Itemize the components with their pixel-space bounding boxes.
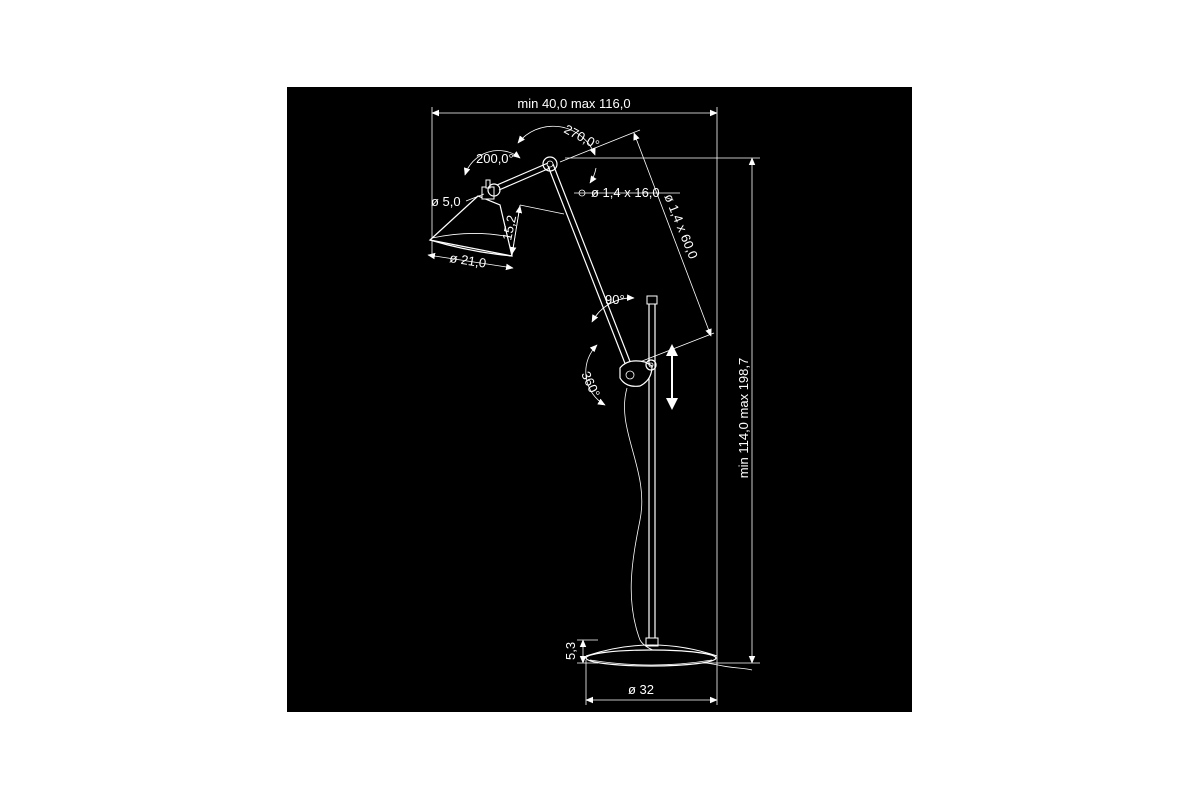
pole-clamp	[619, 360, 653, 387]
lamp-pole	[619, 295, 658, 640]
lamp-arms	[496, 156, 632, 367]
height-adjust-arrow	[666, 344, 678, 410]
base-height-label: 5,3	[563, 642, 578, 660]
lamp-base	[585, 637, 718, 667]
shade-depth-label: 15,2	[499, 214, 519, 242]
socket-diameter-dimension: ø 5,0	[431, 193, 485, 209]
angle-200-label: 200,0°	[476, 151, 514, 166]
socket-diameter-label: ø 5,0	[431, 194, 461, 209]
shade-diameter-dimension: ø 21,0	[428, 250, 513, 271]
width-range-label: min 40,0 max 116,0	[517, 96, 630, 111]
elbow-joint	[542, 156, 558, 172]
shade-diameter-label: ø 21,0	[449, 250, 488, 271]
width-dimension: min 40,0 max 116,0	[432, 96, 717, 705]
shade-depth-dimension: 15,2	[499, 204, 565, 257]
base-diameter-label: ø 32	[628, 682, 654, 697]
angle-90: 90°	[591, 292, 634, 322]
height-range-label: min 114,0 max 198,7	[736, 358, 751, 478]
short-arm-label: ø 1,4 x 16,0	[591, 185, 660, 200]
lamp-shade	[428, 179, 513, 257]
base-diameter-dimension: ø 32	[586, 660, 717, 705]
drawing-panel	[287, 87, 912, 712]
power-cable	[624, 387, 753, 671]
angle-200: 200,0°	[465, 150, 520, 175]
short-arm-dimension: ø 1,4 x 16,0	[574, 185, 680, 200]
angle-90-label: 90°	[605, 292, 625, 307]
base-height-dimension: 5,3	[563, 640, 598, 663]
